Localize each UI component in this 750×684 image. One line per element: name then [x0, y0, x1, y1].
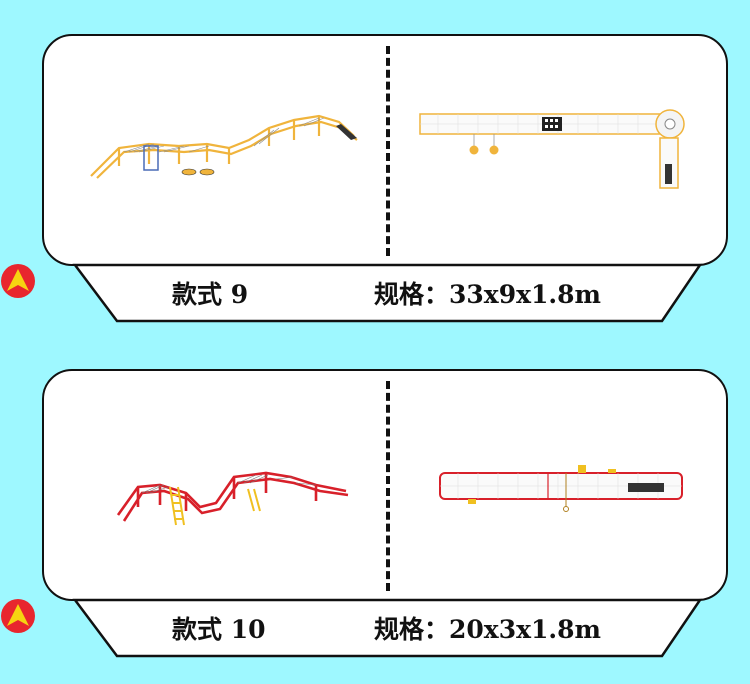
warning-triangle-icon	[1, 264, 35, 298]
warning-triangle-icon	[1, 599, 35, 633]
top-view-image	[439, 465, 683, 512]
product-card-10: 款式 10 规格：20x3x1.8m	[0, 369, 750, 669]
perspective-view-image	[90, 114, 358, 179]
perspective-view-image	[116, 471, 349, 526]
top-view-image	[419, 109, 685, 189]
info-banner: 款式 9 规格：33x9x1.8m	[0, 263, 750, 325]
image-panel	[42, 369, 728, 601]
dashed-divider	[386, 381, 390, 591]
product-card-9: 款式 9 规格：33x9x1.8m	[0, 34, 750, 334]
banner-frame	[72, 598, 703, 658]
banner-frame	[72, 263, 703, 323]
dashed-divider	[386, 46, 390, 256]
spec-label: 规格：33x9x1.8m	[374, 280, 601, 309]
style-label: 款式 9	[172, 280, 249, 309]
style-label: 款式 10	[172, 615, 266, 644]
spec-label: 规格：20x3x1.8m	[374, 615, 601, 644]
image-panel	[42, 34, 728, 266]
info-banner: 款式 10 规格：20x3x1.8m	[0, 598, 750, 660]
